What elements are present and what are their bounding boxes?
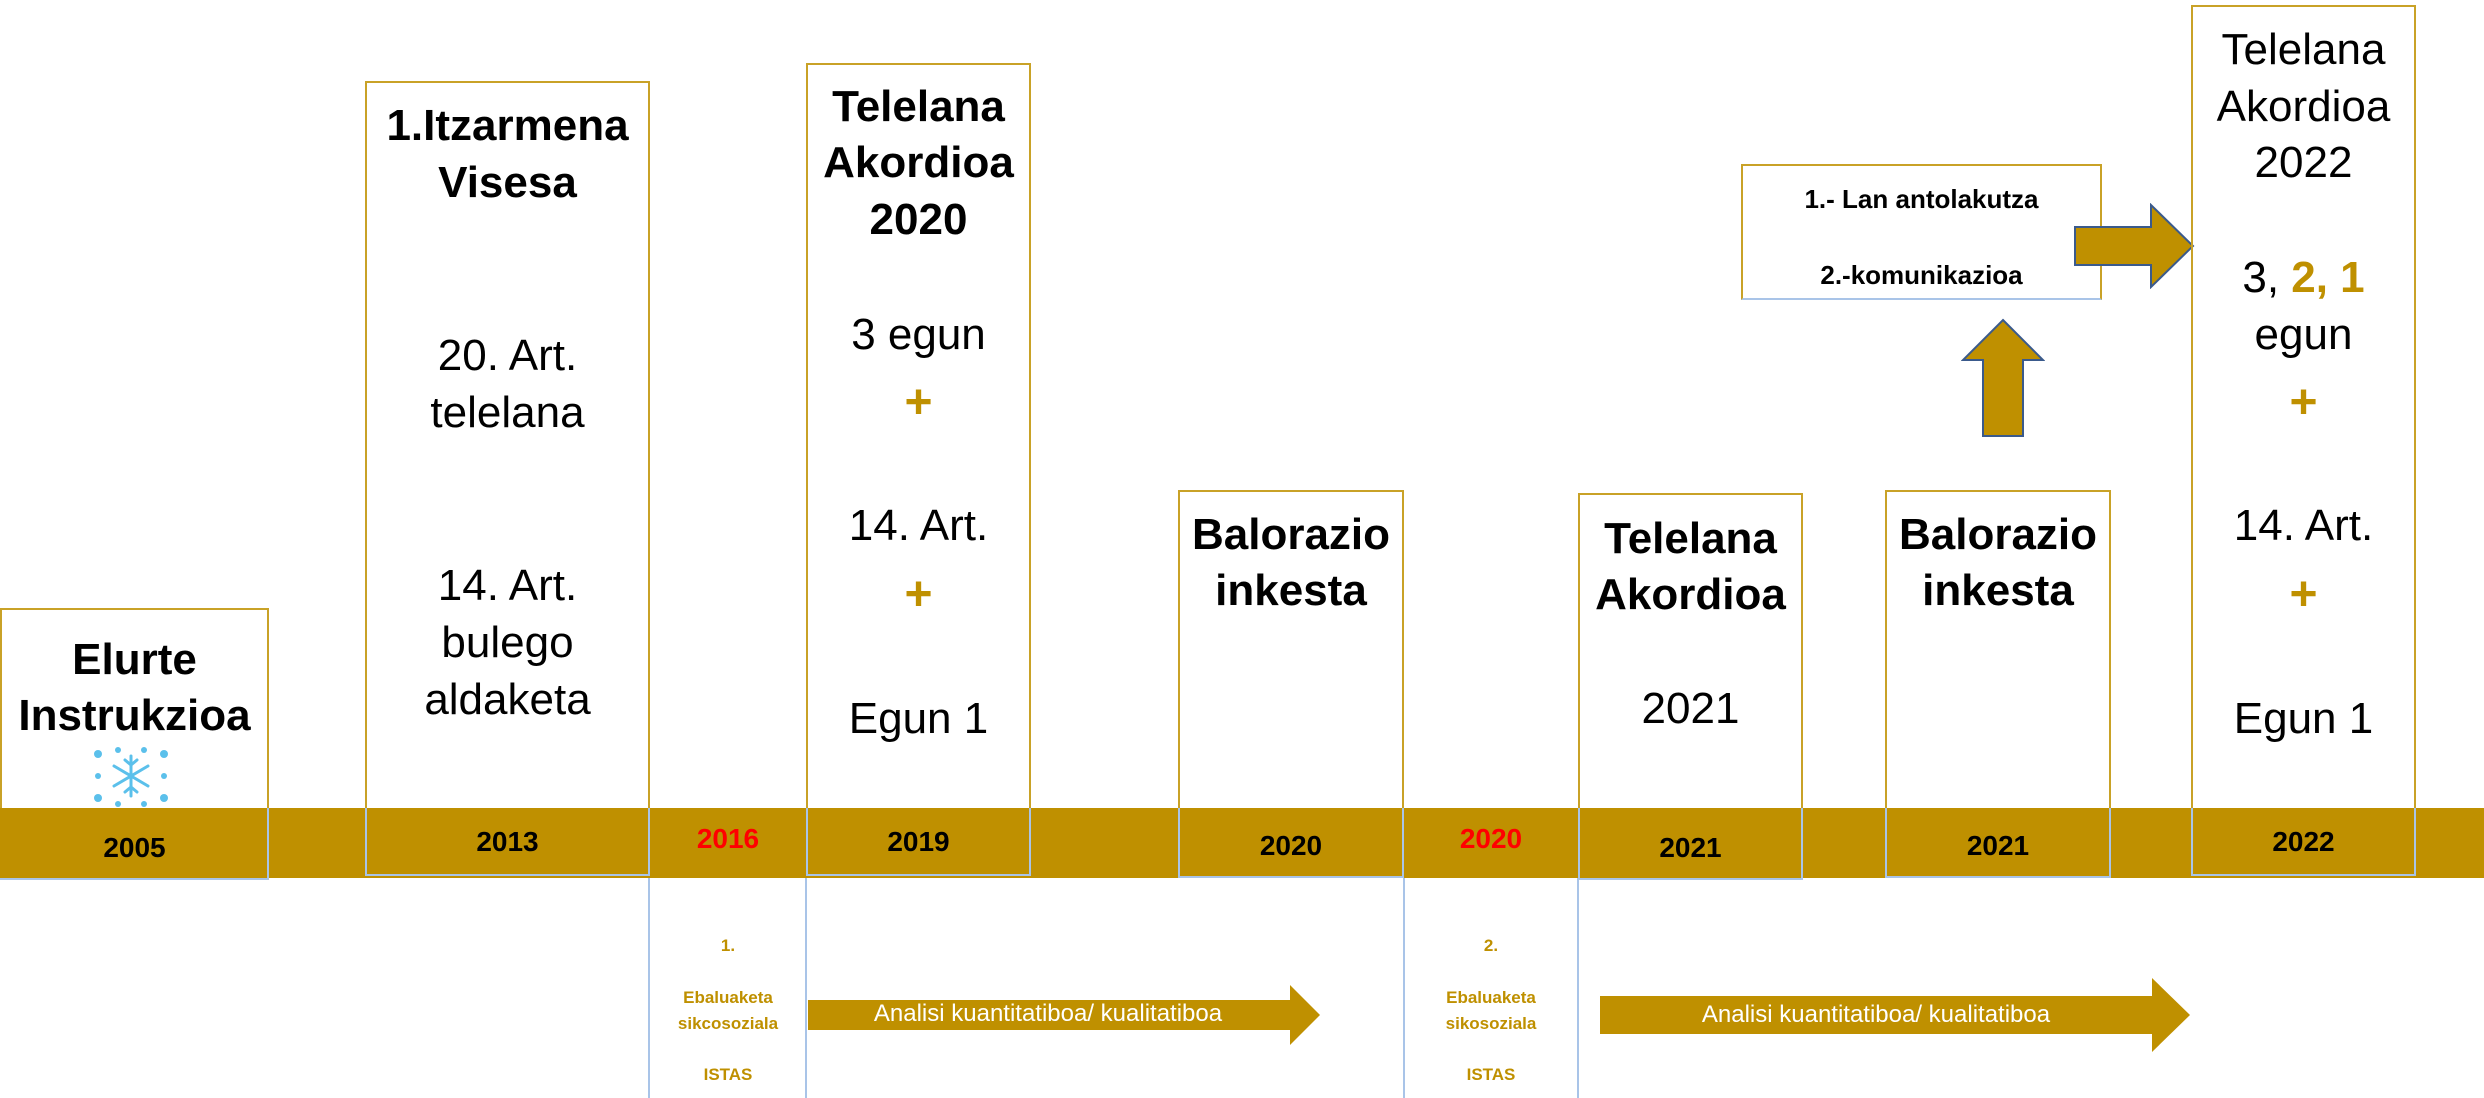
box-2021a-base (1578, 808, 1803, 880)
analysis-arrow-2 (1600, 978, 2190, 1052)
box-2013-art20: 20. Art. (437, 331, 578, 380)
box-2019-base (806, 808, 1031, 876)
box-2021-year-text: 2021 (1641, 684, 1740, 733)
box-2005-base (0, 808, 269, 880)
box-2020-balorazio: Balorazio inkesta (1178, 490, 1404, 808)
box-2022: Telelana Akordioa 2022 3, 2, 1 egun + 14… (2191, 5, 2416, 808)
analysis-arrow-1 (808, 985, 1320, 1045)
box-2019-plus1: + (904, 376, 933, 429)
box-2013-art14: 14. Art. (437, 561, 578, 610)
box-2005: Elurte Instrukzioa (0, 608, 269, 808)
col-2016-right-line (805, 878, 807, 1098)
box-2013-telelana: telelana (430, 388, 585, 437)
box-2019-title-line1: Telelana (832, 82, 1005, 131)
box-2019: Telelana Akordioa 2020 3 egun + 14. Art.… (806, 63, 1031, 808)
box-2020-title-line1: Balorazio (1191, 510, 1391, 559)
box-2019-days: 3 egun (851, 310, 986, 359)
box-2021-title-line1: Telelana (1604, 514, 1777, 563)
box-2013: 1.Itzarmena Visesa 20. Art. telelana 14.… (365, 81, 650, 808)
eval2-text1: Ebaluaketa (1446, 988, 1536, 1007)
year-2020-red: 2020 (1459, 823, 1523, 854)
year-2019: 2019 (887, 826, 950, 857)
right-arrow-icon (2074, 203, 2195, 289)
box-2005-title-line1: Elurte (72, 635, 197, 684)
box-2013-base (365, 808, 650, 876)
box-2019-title-line3: 2020 (869, 195, 968, 244)
eval1-text1: Ebaluaketa (683, 988, 773, 1007)
analysis-arrow-2-label: Analisi kuantitatiboa/ kualitatiboa (1701, 1001, 2051, 1028)
col-2020-right-line (1577, 878, 1579, 1098)
box-2022-base (2191, 808, 2416, 876)
year-2020: 2020 (1259, 830, 1323, 861)
eval2-text2: sikosoziala (1445, 1014, 1537, 1033)
box-2021b-base (1885, 808, 2111, 878)
box-2020-title-line2: inkesta (1215, 566, 1367, 615)
box-2022-egun1: Egun 1 (2233, 694, 2374, 743)
box-2022-title-line1: Telelana (2221, 25, 2386, 74)
callout-box: 1.- Lan antolakutza 2.-komunikazioa (1741, 164, 2102, 300)
box-2019-title-line2: Akordioa (823, 138, 1014, 187)
eval1-number: 1. (720, 936, 736, 955)
eval1-text2: sikcosoziala (677, 1014, 779, 1033)
box-2022-art14: 14. Art. (2233, 501, 2374, 550)
analysis-arrow-1-label: Analisi kuantitatiboa/ kualitatiboa (873, 1000, 1223, 1027)
up-arrow-icon (1961, 318, 2045, 437)
box-2021-balorazio: Balorazio inkesta (1885, 490, 2111, 808)
year-2021-b: 2021 (1966, 830, 2030, 861)
box-2019-egun1: Egun 1 (848, 694, 989, 743)
box-2020-base (1178, 808, 1404, 878)
box-2019-art14: 14. Art. (848, 501, 989, 550)
eval1-istas: ISTAS (703, 1065, 753, 1084)
box-2022-days: 3, 2, 1 (2193, 250, 2414, 306)
box-2022-title-line2: Akordioa (2216, 82, 2391, 131)
snowflake-icon (94, 747, 168, 807)
box-2013-title-line1: 1.Itzarmena (386, 101, 629, 150)
box-2022-plus1: + (2289, 376, 2318, 429)
box-2019-plus2: + (904, 568, 933, 621)
box-2013-aldaketa: aldaketa (424, 675, 591, 724)
callout-item-2: 2.-komunikazioa (1820, 260, 2023, 290)
box-2021-title-line2: Akordioa (1595, 570, 1786, 619)
eval2-number: 2. (1483, 936, 1499, 955)
col-2016-left-line (648, 878, 650, 1098)
year-2022: 2022 (2272, 826, 2335, 857)
box-2022-days-gold: 2, 1 (2291, 253, 2365, 302)
box-2021b-title-line1: Balorazio (1898, 510, 2098, 559)
box-2005-title-line2: Instrukzioa (18, 691, 251, 740)
year-2005: 2005 (103, 832, 166, 863)
eval2-istas: ISTAS (1466, 1065, 1516, 1084)
col-2020-left-line (1403, 878, 1405, 1098)
box-2021-akordioa: Telelana Akordioa 2021 (1578, 493, 1803, 808)
callout-item-1: 1.- Lan antolakutza (1804, 184, 2039, 214)
timeline-band (0, 808, 2484, 878)
year-2013: 2013 (476, 826, 539, 857)
box-2022-title-line3: 2022 (2254, 138, 2353, 187)
box-2022-egun-word: egun (2254, 310, 2353, 359)
box-2022-days-prefix: 3, (2242, 253, 2292, 302)
box-2013-title-line2: Visesa (438, 158, 577, 207)
box-2021b-title-line2: inkesta (1922, 566, 2074, 615)
year-2021-a: 2021 (1659, 832, 1722, 863)
box-2022-plus2: + (2289, 568, 2318, 621)
box-2013-bulego: bulego (441, 618, 574, 667)
year-2016: 2016 (696, 823, 760, 854)
